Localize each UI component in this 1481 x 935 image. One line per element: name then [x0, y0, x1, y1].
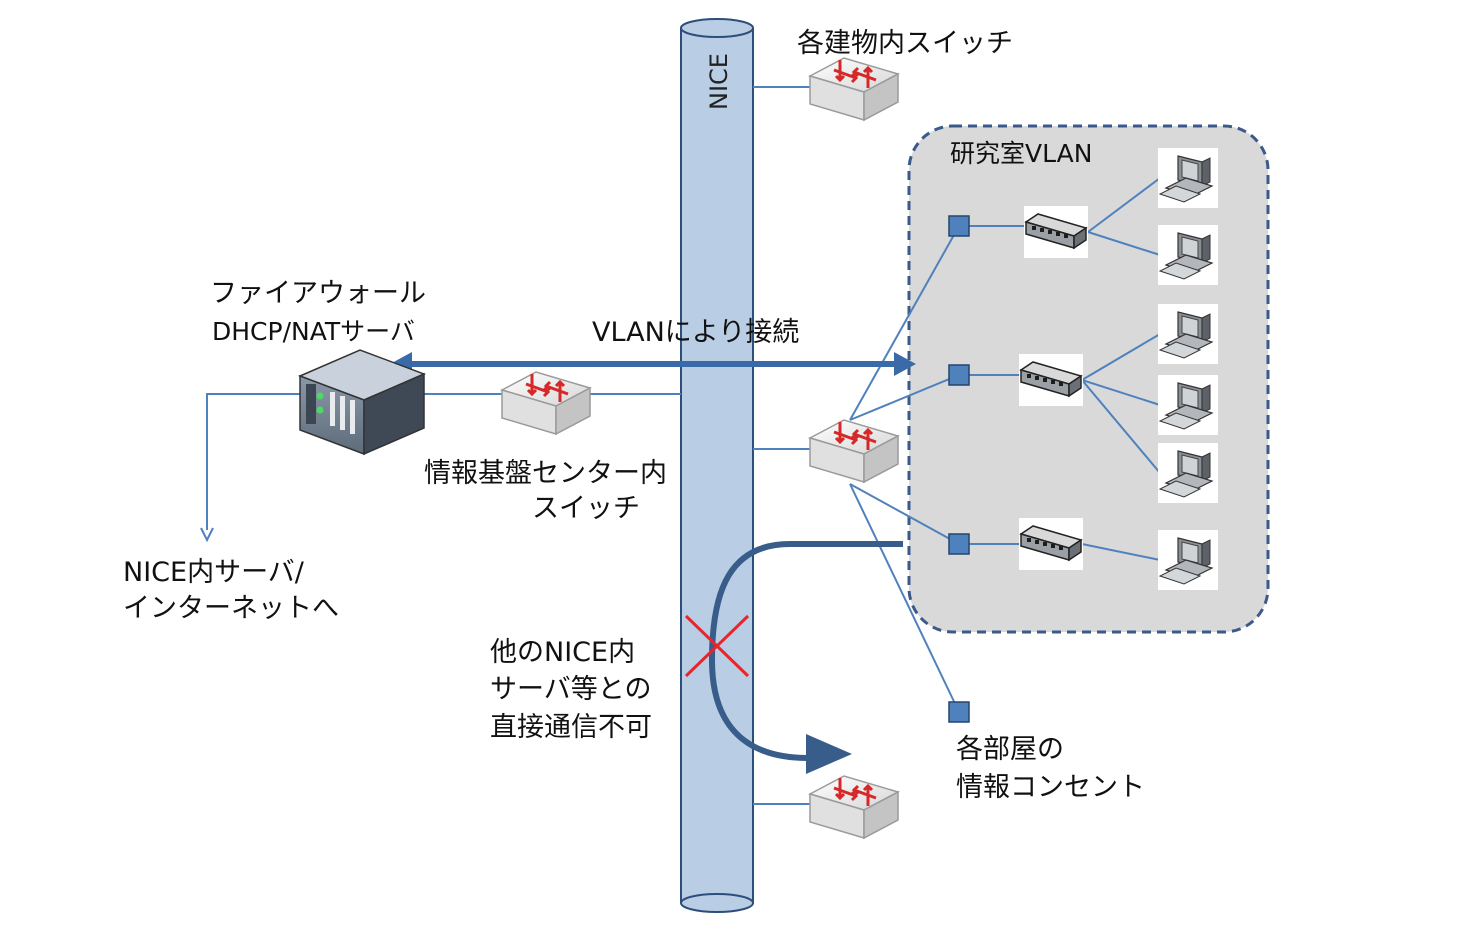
building-switch-label: 各建物内スイッチ: [797, 28, 1013, 59]
no-direct-label-line2: サーバ等との: [490, 674, 651, 705]
pc-5: [1157, 442, 1219, 504]
nice-backbone: [680, 18, 754, 913]
pc-3: [1157, 303, 1219, 365]
building-switch-top: [808, 56, 900, 122]
outlet-label-line1: 各部屋の: [956, 734, 1064, 765]
building-switch-middle: [808, 418, 900, 484]
link-lines: [206, 86, 1161, 805]
servers-arrowhead: [200, 527, 214, 543]
pc-4: [1157, 374, 1219, 436]
outlet-2: [948, 364, 970, 386]
hub-1: [1023, 205, 1089, 259]
outlet-label-line2: 情報コンセント: [956, 772, 1145, 803]
center-switch-label-line2: スイッチ: [532, 493, 640, 524]
no-direct-label-line3: 直接通信不可: [490, 712, 652, 743]
servers-label-line2: インターネットへ: [123, 593, 339, 624]
outlet-1: [948, 215, 970, 237]
center-switch-label-line1: 情報基盤センター内: [424, 458, 667, 489]
cross-mark-icon: [684, 614, 750, 678]
lab-vlan-label: 研究室VLAN: [950, 139, 1092, 168]
outlet-4: [948, 701, 970, 723]
firewall-label-line1: ファイアウォール: [210, 278, 426, 309]
servers-label-line1: NICE内サーバ/: [123, 557, 305, 588]
vlan-connection-label: VLANにより接続: [592, 317, 799, 348]
pc-2: [1157, 224, 1219, 286]
building-switch-bottom: [808, 774, 900, 840]
hub-2: [1018, 353, 1084, 407]
outlet-3: [948, 533, 970, 555]
pc-1: [1157, 147, 1219, 209]
nice-backbone-label: NICE: [705, 53, 733, 110]
firewall-server-icon: [297, 349, 427, 456]
firewall-label-line2: DHCP/NATサーバ: [212, 317, 415, 346]
blocked-path-arrow: [708, 541, 903, 774]
no-direct-label-line1: 他のNICE内: [490, 637, 635, 668]
outlets: [948, 215, 970, 723]
hub-3: [1018, 517, 1084, 571]
vlan-connection-arrow: [390, 352, 916, 376]
center-switch: [500, 370, 592, 436]
pc-6: [1157, 529, 1219, 591]
